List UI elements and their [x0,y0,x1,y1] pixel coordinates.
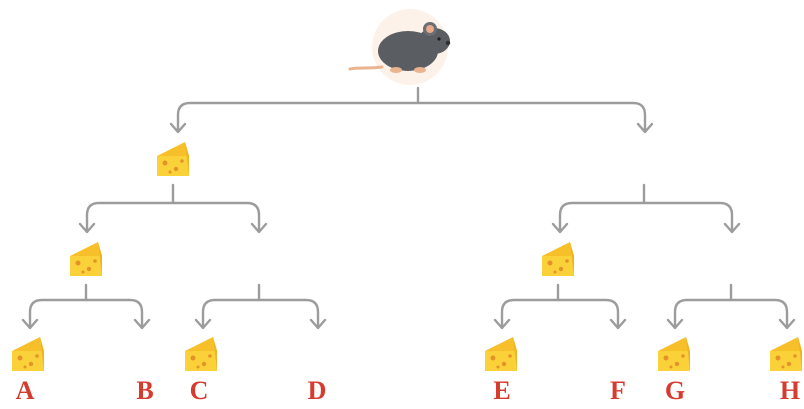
cheese-icon [542,242,574,276]
branch-connector [551,183,741,234]
branch-connector [78,183,268,234]
mouse-icon [348,9,451,85]
branch-connector [21,283,151,330]
leaf-label-f: F [610,376,626,405]
branch-connector [169,86,654,134]
leaf-label-e: E [493,376,511,405]
cheese-icon [658,337,690,371]
branch-connector [666,283,796,330]
cheese-icon [70,242,102,276]
branch-connector [493,283,627,330]
cheese-icon [12,337,44,371]
tree-connectors [21,86,796,330]
cheese-icon [770,337,802,371]
leaf-label-a: A [15,376,35,405]
cheese-icon [157,142,189,176]
leaf-label-g: G [664,376,686,405]
leaf-label-d: D [307,376,327,405]
leaf-label-c: C [189,376,209,405]
leaf-label-h: H [779,376,801,405]
leaf-label-b: B [136,376,154,405]
branch-connector [194,283,327,330]
cheese-icon [485,337,517,371]
cheese-icon [185,337,217,371]
